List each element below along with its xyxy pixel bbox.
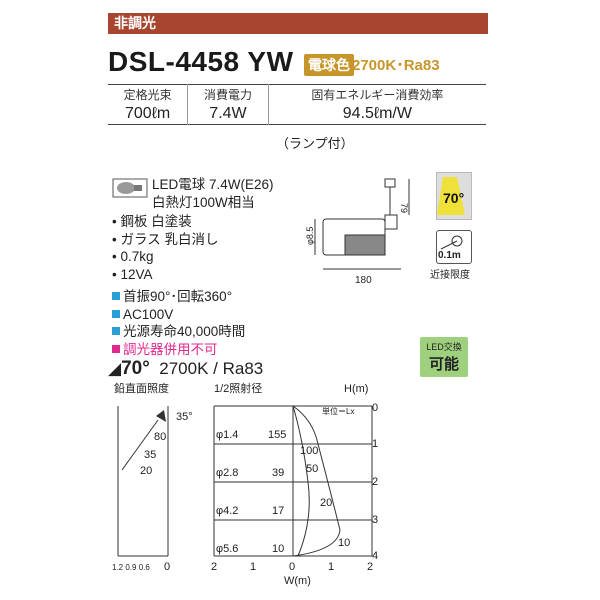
bullet-item: • 0.7kg — [112, 249, 154, 264]
curve-lux: 100 — [300, 445, 318, 457]
model-number: DSL-4458 YW — [108, 46, 294, 77]
bullet-item: • ガラス 乳白消し — [112, 231, 219, 247]
dim-height: 79 — [399, 203, 409, 213]
led-badge-line1: LED交換 — [426, 342, 462, 352]
h-tick: 4 — [372, 550, 378, 562]
vertical-value: 35 — [144, 449, 156, 461]
vertical-value: 20 — [140, 465, 152, 477]
bulb-icon — [112, 178, 148, 198]
h-tick: 3 — [372, 514, 378, 526]
proximity-value: 0.1m — [438, 250, 461, 261]
h-tick: 1 — [372, 438, 378, 450]
bullet-item: • 12VA — [112, 266, 153, 282]
height-axis-label: H(m) — [344, 383, 368, 395]
angle-marker-icon — [156, 410, 166, 422]
center-lux: 39 — [272, 467, 284, 479]
spec-value: 94.5ℓm/W — [267, 104, 486, 125]
diameter-value: φ1.4 — [216, 429, 238, 441]
proximity-label: 近接限度 — [430, 270, 470, 281]
diameter-value: φ5.6 — [216, 543, 238, 555]
center-lux: 10 — [272, 543, 284, 555]
h-tick: 0 — [372, 402, 378, 414]
h-tick: 2 — [372, 476, 378, 488]
beam-spec-color: 2700K / Ra83 — [159, 359, 264, 378]
curve-lux: 10 — [338, 537, 350, 549]
w-tick: 2 — [367, 561, 373, 573]
vertical-illuminance-title: 鉛直面照度 — [114, 381, 169, 395]
feature-item: AC100V — [112, 306, 245, 324]
spec-header: 定格光束 — [123, 88, 172, 102]
dim-width: 180 — [355, 275, 372, 286]
left-ticks: 1.2 0.9 0.6 — [112, 563, 150, 572]
proximity-icon — [440, 235, 463, 250]
w-tick: 1 — [328, 561, 334, 573]
color-spec: 2700K･Ra83 — [352, 57, 440, 74]
half-beam-title: 1/2照射径 — [214, 381, 262, 395]
curve-lux: 20 — [320, 497, 332, 509]
w-tick: 0 — [289, 561, 295, 573]
dimming-header: 非調光 — [108, 13, 488, 34]
unit-label: 単位＝Lx — [322, 406, 354, 416]
bullet-item: • 鋼板 白塗装 — [112, 214, 192, 229]
lamp-description: LED電球 7.4W(E26) 白熱灯100W相当 — [152, 176, 274, 212]
curve-lux: 50 — [306, 463, 318, 475]
spec-value: 7.4W — [187, 104, 269, 125]
diameter-value: φ2.8 — [216, 467, 238, 479]
proximity-badge — [436, 230, 472, 264]
vertical-value: 80 — [154, 431, 166, 443]
led-badge-line2: 可能 — [428, 356, 459, 373]
beam-spec-line: ◢70° 2700K / Ra83 — [108, 358, 263, 380]
left-zero: 0 — [164, 561, 170, 573]
fixture-dimension-drawing: 79 φ8.5 180 — [305, 178, 410, 286]
spec-value: 700ℓm — [125, 105, 171, 122]
center-lux: 155 — [268, 429, 286, 441]
angle-label: 35° — [176, 411, 193, 423]
lamp-line2: 白熱灯100W相当 — [152, 195, 255, 210]
spec-table: 定格光束 消費電力 固有エネルギー消費効率 700ℓm 7.4W 94.5ℓm/… — [108, 84, 486, 125]
beam-cone-icon — [437, 177, 465, 215]
beam-angle-value: 70° — [443, 190, 465, 206]
color-badge: 電球色 — [304, 54, 354, 76]
feature-list: 首振90°･回転360° AC100V 光源寿命40,000時間 調光器併用不可 — [112, 288, 245, 358]
beam-angle-badge — [436, 172, 472, 220]
half-square-icon: ◢ — [108, 359, 122, 378]
beam-spec-angle: 70° — [121, 358, 150, 379]
width-axis-label: W(m) — [284, 575, 311, 587]
light-distribution-diagram: 鉛直面照度 1/2照射径 H(m) 単位＝Lx 35° 80 35 20 φ1.… — [112, 381, 378, 587]
center-lux: 17 — [272, 505, 284, 517]
lamp-line1: LED電球 7.4W(E26) — [152, 177, 274, 192]
feature-item: 首振90°･回転360° — [112, 288, 245, 306]
spec-header: 固有エネルギー消費効率 — [267, 84, 486, 104]
spec-bullets: • 鋼板 白塗装 • ガラス 乳白消し • 0.7kg • 12VA — [112, 213, 218, 283]
feature-warning: 調光器併用不可 — [112, 341, 245, 359]
led-replaceable-badge: LED交換 可能 — [420, 337, 468, 377]
w-tick: 1 — [250, 561, 256, 573]
diameter-value: φ4.2 — [216, 505, 238, 517]
feature-item: 光源寿命40,000時間 — [112, 323, 245, 341]
w-tick: 2 — [211, 561, 217, 573]
spec-header: 消費電力 — [187, 84, 269, 104]
lamp-included-note: （ランプ付） — [276, 136, 354, 151]
dim-diameter: φ8.5 — [305, 227, 315, 245]
